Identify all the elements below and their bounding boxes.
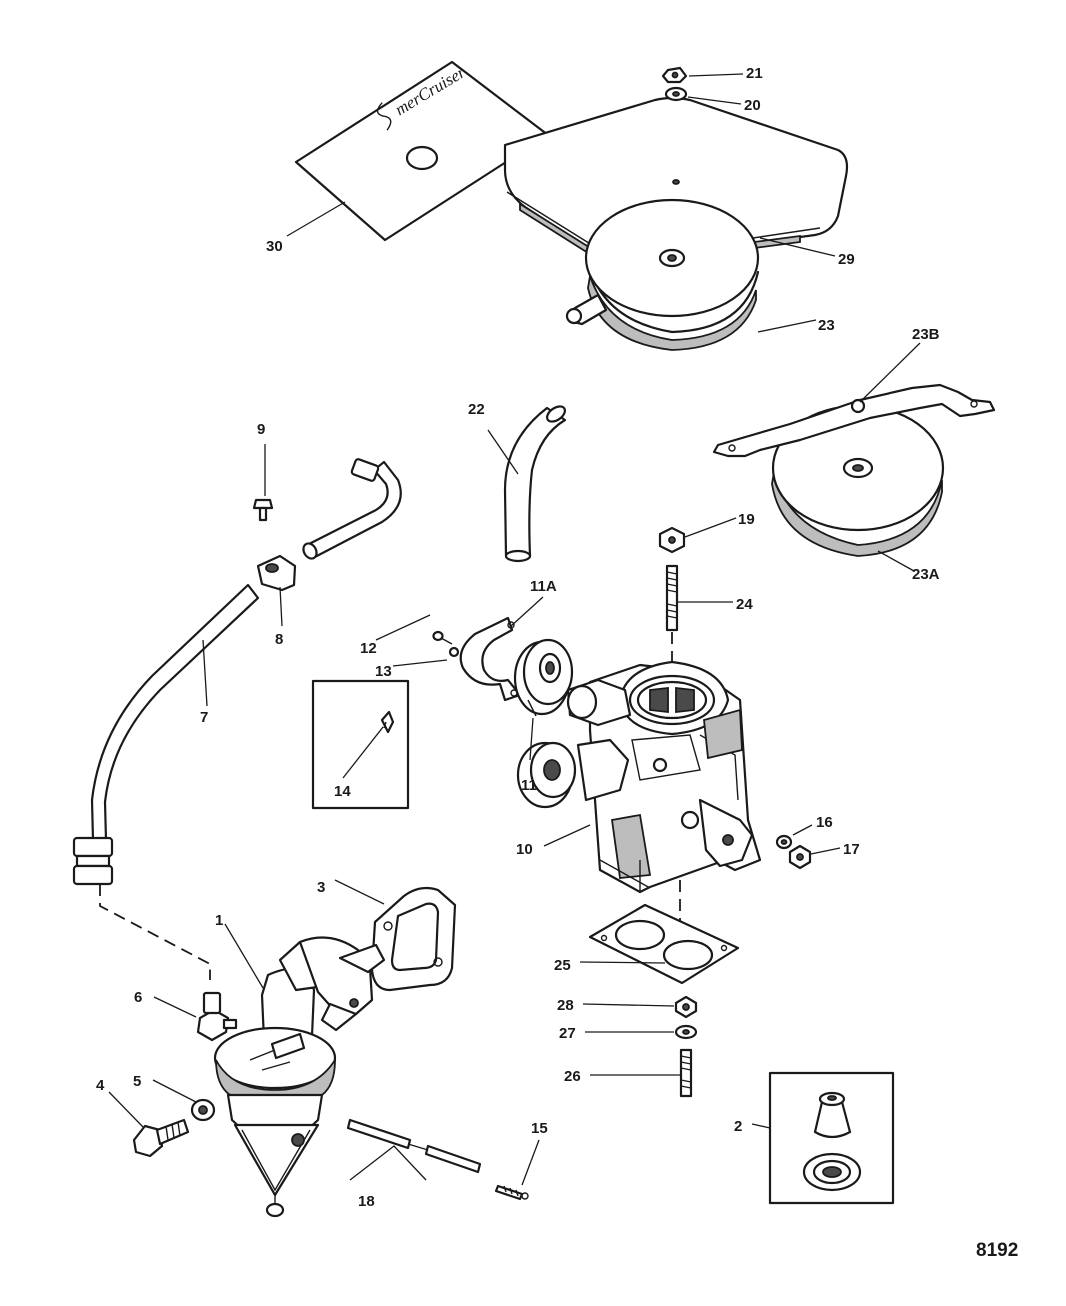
hose-part-22 [503,405,567,563]
nut-part-28 [674,995,698,1019]
washer-part-20 [664,86,688,102]
callout-28: 28 [557,997,574,1014]
callout-16: 16 [816,814,833,831]
callout-2: 2 [734,1118,742,1135]
callout-8: 8 [275,631,283,648]
callout-19: 19 [738,511,755,528]
gasket-part-25 [588,903,740,985]
kit-box-part-14 [311,679,410,810]
callout-6: 6 [134,989,142,1006]
callout-10: 10 [516,841,533,858]
callout-30: 30 [266,238,283,255]
kit-box-part-2 [768,1071,895,1205]
flame-arrestor-part-23 [565,198,760,351]
callout-22: 22 [468,401,485,418]
callout-23b: 23B [912,326,940,343]
callout-11a: 11A [530,578,557,595]
choke-thermostat-part-11 [513,638,574,717]
callout-20: 20 [744,97,761,114]
nut-part-17 [788,844,812,870]
elbow-fitting-part-6 [196,991,238,1042]
carburetor-part-10 [516,660,762,894]
screw-part-12 [432,630,453,645]
bolt-part-4 [132,1118,190,1158]
callout-21: 21 [746,65,763,82]
figure-number: 8192 [976,1240,1018,1261]
callout-7: 7 [200,709,208,726]
leader-lines [108,73,921,1186]
callout-27: 27 [559,1025,576,1042]
pin-part-15 [494,1184,529,1201]
bracket-part-23b [712,383,996,458]
choke-bracket-part-11a [459,616,522,702]
callout-labels: 21 20 30 29 23 23B 22 9 19 24 23A 8 7 11… [96,65,940,1210]
callout-11: 11 [521,777,537,794]
gasket-part-3 [370,886,457,992]
callout-15: 15 [531,1120,548,1137]
pushrod-part-18 [346,1118,482,1174]
callout-1: 1 [215,912,223,929]
callout-26: 26 [564,1068,581,1085]
vent-hose [302,458,402,560]
washer-part-16 [775,834,793,850]
callout-18: 18 [358,1193,375,1210]
stud-part-24 [665,564,679,632]
callout-14: 14 [334,783,351,800]
nut-part-19 [658,526,686,554]
fuel-line-part-7 [72,583,260,886]
callout-23: 23 [818,317,835,334]
callout-4: 4 [96,1077,105,1094]
connection-line-fuel-to-fitting [99,884,211,980]
lockwasher-part-13 [448,646,460,658]
callout-5: 5 [133,1073,141,1090]
stud-part-26 [679,1048,693,1098]
washer-part-27 [674,1024,698,1040]
callout-13: 13 [375,663,392,680]
callout-12: 12 [360,640,377,657]
screw-part-9 [252,498,274,522]
callout-3: 3 [317,879,325,896]
clamp-part-8 [256,554,297,592]
callout-29: 29 [838,251,855,268]
wing-nut-part-21 [661,66,688,84]
lockwasher-part-5 [190,1098,216,1122]
callout-23a: 23A [912,566,940,583]
callout-24: 24 [736,596,753,613]
callout-25: 25 [554,957,571,974]
callout-17: 17 [843,841,860,858]
callout-9: 9 [257,421,265,438]
fuel-pump-part-1 [213,936,386,1218]
